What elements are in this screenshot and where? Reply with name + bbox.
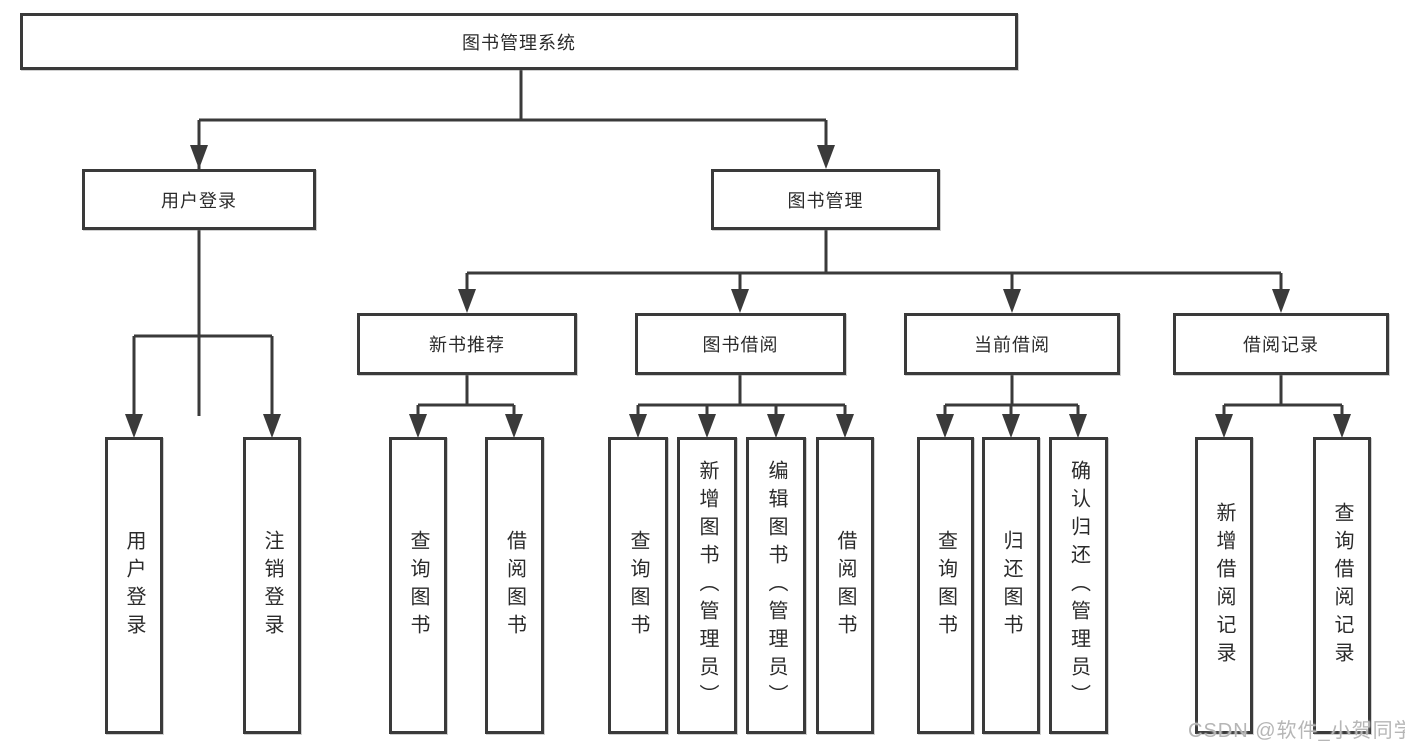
leaf-return-books: 归还图书	[982, 437, 1040, 734]
leaf-label: 查询借阅记录	[1331, 501, 1353, 670]
leaf-borrow-books: 借阅图书	[816, 437, 874, 734]
node-label: 当前借阅	[974, 335, 1050, 355]
leaf-query-books-recommend: 查询图书	[389, 437, 447, 734]
leaf-label: 归还图书	[1000, 529, 1022, 642]
leaf-label: 编辑图书（管理员）	[765, 459, 787, 712]
leaf-query-books-current: 查询图书	[917, 437, 974, 734]
leaf-add-books-admin: 新增图书（管理员）	[677, 437, 737, 734]
node-current-borrowing: 当前借阅	[904, 313, 1120, 375]
leaf-borrow-books-recommend: 借阅图书	[485, 437, 544, 734]
node-label: 用户登录	[161, 190, 237, 211]
leaf-label: 借阅图书	[503, 529, 526, 642]
leaf-add-borrow-record: 新增借阅记录	[1195, 437, 1253, 734]
leaf-label: 注销登录	[261, 529, 283, 642]
leaf-confirm-return-admin: 确认归还（管理员）	[1049, 437, 1108, 734]
node-label: 借阅记录	[1243, 335, 1319, 355]
node-book-management: 图书管理	[711, 169, 940, 230]
leaf-query-borrow-record: 查询借阅记录	[1313, 437, 1371, 734]
leaf-label: 借阅图书	[834, 529, 856, 642]
node-label: 图书管理	[787, 190, 864, 211]
leaf-label: 查询图书	[627, 529, 649, 642]
leaf-label: 查询图书	[407, 529, 429, 642]
node-label: 图书借阅	[702, 335, 779, 355]
leaf-label: 确认归还（管理员）	[1067, 459, 1090, 712]
leaf-logout: 注销登录	[243, 437, 301, 734]
csdn-watermark: CSDN @软件_小贺同学	[1188, 720, 1405, 742]
leaf-user-login: 用户登录	[105, 437, 163, 734]
node-label: 图书管理系统	[462, 32, 576, 53]
node-borrowing-records: 借阅记录	[1173, 313, 1389, 375]
leaf-edit-books-admin: 编辑图书（管理员）	[746, 437, 806, 734]
node-user-login: 用户登录	[82, 169, 316, 230]
leaf-label: 新增借阅记录	[1213, 501, 1235, 670]
leaf-label: 用户登录	[123, 529, 145, 642]
node-new-book-recommendation: 新书推荐	[357, 313, 577, 375]
node-book-borrowing: 图书借阅	[635, 313, 846, 375]
leaf-label: 查询图书	[934, 529, 957, 642]
leaf-query-books-borrowing: 查询图书	[608, 437, 668, 734]
leaf-label: 新增图书（管理员）	[696, 459, 718, 712]
node-library-management-system: 图书管理系统	[20, 13, 1018, 70]
node-label: 新书推荐	[429, 335, 505, 355]
